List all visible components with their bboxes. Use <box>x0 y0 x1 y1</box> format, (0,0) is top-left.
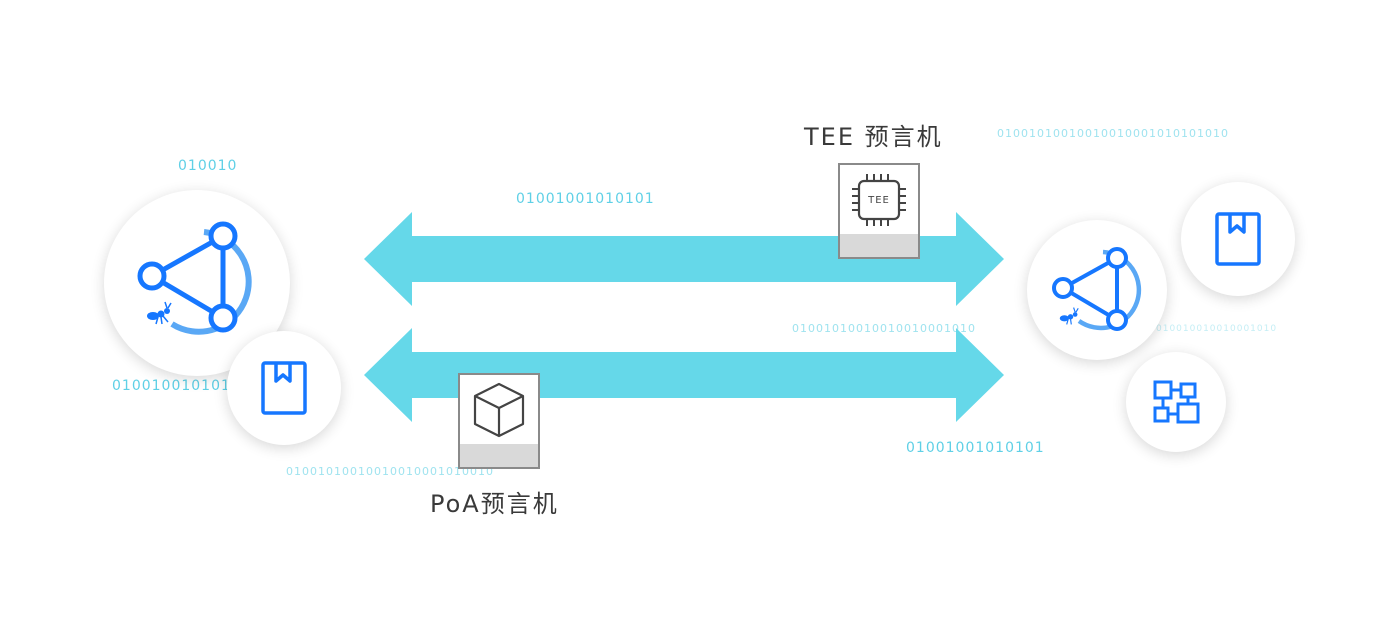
ant-logo-icon-right <box>1059 307 1079 325</box>
modules-icon <box>1153 380 1200 424</box>
right-ledger-node <box>1181 182 1295 296</box>
blockchain-network-icon <box>137 221 252 335</box>
left-blockchain-node <box>104 190 290 376</box>
upper-double-arrow <box>364 212 1004 306</box>
tee-oracle-label: TEE 预言机 <box>804 123 943 151</box>
tee-chip-text: TEE <box>868 195 890 206</box>
right-modules-node <box>1126 352 1226 452</box>
cube-icon <box>473 382 525 438</box>
poa-box-base <box>460 444 538 467</box>
binary-text-right-top: 01001010010010010001010101010 <box>997 127 1229 140</box>
ledger-book-icon-right <box>1215 212 1261 266</box>
right-blockchain-node <box>1027 220 1167 360</box>
binary-text-right-mid: 010010010010001010 <box>1156 324 1278 334</box>
binary-text-left-top: 010010 <box>178 158 238 174</box>
poa-oracle-label: PoA预言机 <box>430 490 559 518</box>
lower-double-arrow <box>364 328 1004 422</box>
binary-text-center-right-mid: 01001010010010010001010 <box>792 322 976 335</box>
binary-text-left-bottom: 01001010010010010001010010 <box>286 465 494 478</box>
poa-oracle-box <box>458 373 540 469</box>
tee-chip-icon <box>852 174 906 226</box>
binary-text-left-mid: 010010010101 <box>112 378 231 394</box>
tee-box-base <box>840 234 918 257</box>
left-ledger-node <box>227 331 341 445</box>
tee-oracle-box: TEE <box>838 163 920 259</box>
ant-logo-icon <box>147 301 172 325</box>
binary-text-center-right-bottom: 01001001010101 <box>906 440 1045 456</box>
binary-text-center-top: 01001001010101 <box>516 191 655 207</box>
ledger-book-icon <box>261 361 307 415</box>
blockchain-network-icon-right <box>1052 247 1142 331</box>
